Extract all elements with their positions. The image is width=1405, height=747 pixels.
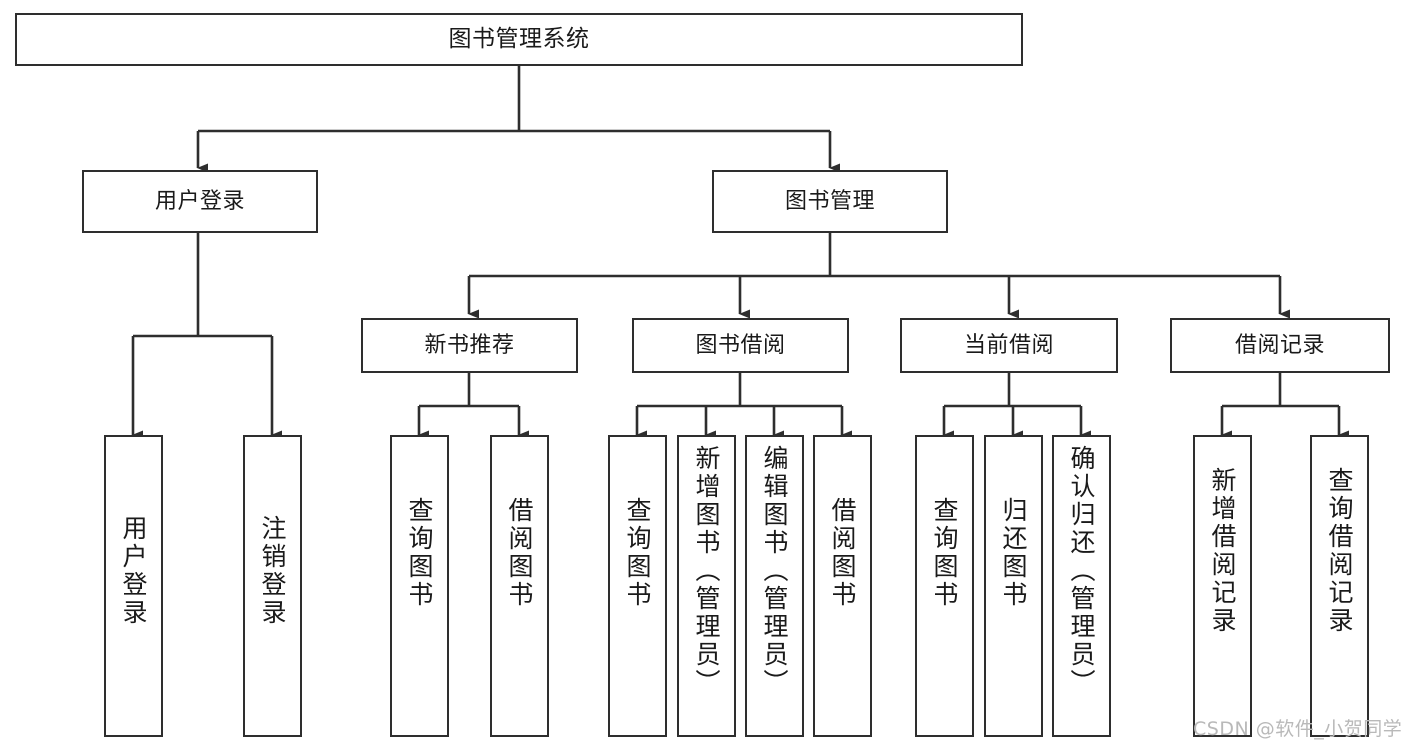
node-leaf-user-login[interactable]: 用户登录 (104, 435, 163, 737)
node-current-borrow[interactable]: 当前借阅 (900, 318, 1118, 373)
node-leaf-add-record-label: 新增借阅记录 (1208, 467, 1237, 635)
node-leaf-confirm-return-label: 确认归还（管理员） (1067, 445, 1096, 697)
node-leaf-add-book[interactable]: 新增图书（管理员） (677, 435, 736, 737)
node-new-book-rec-label: 新书推荐 (424, 332, 515, 358)
node-borrow-record[interactable]: 借阅记录 (1170, 318, 1390, 373)
node-book-borrow[interactable]: 图书借阅 (632, 318, 849, 373)
node-new-book-rec[interactable]: 新书推荐 (361, 318, 578, 373)
node-leaf-add-book-label: 新增图书（管理员） (692, 445, 721, 697)
node-root-label: 图书管理系统 (448, 25, 590, 52)
node-user-login-label: 用户登录 (154, 188, 245, 214)
node-book-manage-label: 图书管理 (784, 188, 875, 214)
node-book-borrow-label: 图书借阅 (695, 332, 786, 358)
node-leaf-user-login-label: 用户登录 (119, 515, 148, 627)
node-leaf-borrow-book-1-label: 借阅图书 (505, 497, 534, 609)
node-leaf-borrow-book-1[interactable]: 借阅图书 (490, 435, 549, 737)
node-leaf-query-book-3[interactable]: 查询图书 (915, 435, 974, 737)
csdn-watermark: CSDN @软件_小贺同学 (1193, 718, 1403, 740)
node-leaf-borrow-book-2-label: 借阅图书 (828, 497, 857, 609)
node-leaf-query-book-2[interactable]: 查询图书 (608, 435, 667, 737)
node-leaf-add-record[interactable]: 新增借阅记录 (1193, 435, 1252, 737)
node-leaf-query-book-3-label: 查询图书 (930, 497, 959, 609)
node-leaf-query-record[interactable]: 查询借阅记录 (1310, 435, 1369, 737)
node-leaf-borrow-book-2[interactable]: 借阅图书 (813, 435, 872, 737)
node-current-borrow-label: 当前借阅 (963, 332, 1054, 358)
node-leaf-user-logout-label: 注销登录 (258, 515, 287, 627)
node-borrow-record-label: 借阅记录 (1234, 332, 1325, 358)
node-leaf-user-logout[interactable]: 注销登录 (243, 435, 302, 737)
node-user-login[interactable]: 用户登录 (82, 170, 318, 233)
node-leaf-return-book[interactable]: 归还图书 (984, 435, 1043, 737)
node-leaf-query-book-2-label: 查询图书 (623, 497, 652, 609)
node-root[interactable]: 图书管理系统 (15, 13, 1023, 66)
node-leaf-edit-book[interactable]: 编辑图书（管理员） (745, 435, 804, 737)
node-leaf-query-book-1-label: 查询图书 (405, 497, 434, 609)
node-leaf-return-book-label: 归还图书 (999, 497, 1028, 609)
node-leaf-confirm-return[interactable]: 确认归还（管理员） (1052, 435, 1111, 737)
node-leaf-edit-book-label: 编辑图书（管理员） (760, 445, 789, 697)
node-book-manage[interactable]: 图书管理 (712, 170, 948, 233)
node-leaf-query-record-label: 查询借阅记录 (1325, 467, 1354, 635)
node-leaf-query-book-1[interactable]: 查询图书 (390, 435, 449, 737)
